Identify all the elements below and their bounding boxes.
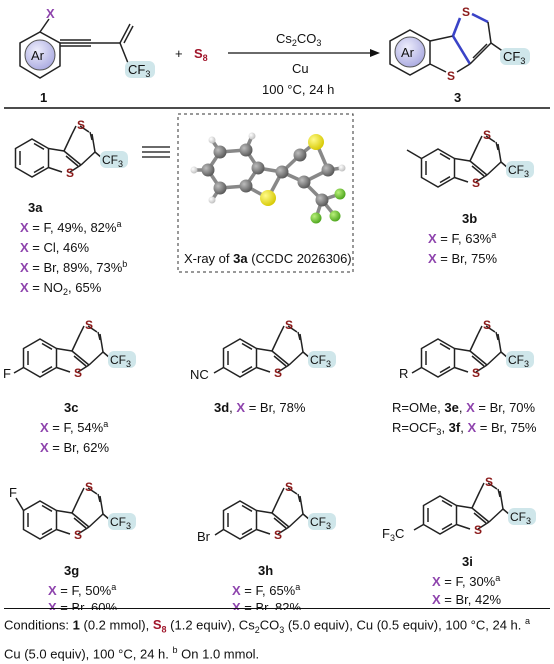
equivalence-sign: [142, 146, 170, 158]
svg-text:+: +: [175, 46, 183, 61]
svg-text:3c: 3c: [64, 400, 78, 415]
svg-text:F3C: F3C: [382, 526, 404, 543]
svg-text:3i: 3i: [462, 554, 473, 569]
svg-text:X = F, 49%, 82%a: X = F, 49%, 82%a: [20, 219, 122, 235]
compound-3h: Br 3h: [197, 479, 337, 578]
compound-3i: F3C 3i: [382, 474, 537, 569]
svg-text:F: F: [9, 485, 17, 500]
reaction-scheme: S S CF3 Ar X CF3 1 + S8 Cs2CO3 Cu 100 °C…: [3, 5, 550, 615]
compound-3d: NC: [190, 317, 337, 382]
svg-text:3: 3: [454, 90, 461, 105]
svg-text:Cs2CO3: Cs2CO3: [276, 31, 321, 48]
svg-text:CF3: CF3: [128, 62, 150, 79]
compound-3e-3f: R: [399, 317, 535, 381]
svg-text:X = F, 54%a: X = F, 54%a: [40, 419, 108, 435]
svg-text:X = F, 50%a: X = F, 50%a: [48, 582, 116, 598]
svg-text:X = Br, 89%, 73%b: X = Br, 89%, 73%b: [20, 259, 127, 275]
svg-text:X = F, 63%a: X = F, 63%a: [428, 230, 496, 246]
svg-text:X-ray of 3a (CCDC 2026306): X-ray of 3a (CCDC 2026306): [184, 251, 352, 266]
svg-text:X = F, 30%a: X = F, 30%a: [432, 573, 500, 589]
svg-text:Br: Br: [197, 529, 211, 544]
svg-text:1: 1: [40, 90, 47, 105]
svg-text:3d, X = Br, 78%: 3d, X = Br, 78%: [214, 400, 306, 415]
svg-text:S: S: [447, 69, 455, 83]
svg-text:3g: 3g: [64, 563, 79, 578]
svg-text:Cu: Cu: [292, 61, 309, 76]
reactant-1: Ar X CF3 1: [19, 6, 155, 105]
compound-3a: 3a: [14, 117, 129, 215]
svg-text:X = Cl, 46%: X = Cl, 46%: [20, 240, 89, 255]
svg-text:S8: S8: [194, 46, 208, 63]
footnote: Conditions: 1 (0.2 mmol), S8 (1.2 equiv)…: [4, 616, 531, 662]
svg-text:NC: NC: [190, 367, 209, 382]
svg-text:X = NO2, 65%: X = NO2, 65%: [20, 280, 102, 297]
svg-text:Ar: Ar: [31, 48, 45, 63]
svg-text:R=OCF3, 3f, X = Br, 75%: R=OCF3, 3f, X = Br, 75%: [392, 420, 537, 437]
footnote-divider: [4, 608, 550, 609]
compound-3g: F 3g: [9, 479, 137, 578]
svg-text:X = Br, 42%: X = Br, 42%: [432, 592, 501, 607]
svg-text:CF3: CF3: [503, 49, 525, 66]
svg-text:Ar: Ar: [401, 45, 415, 60]
svg-text:R: R: [399, 366, 408, 381]
compound-3c: F 3c: [3, 317, 137, 415]
compound-3b: 3b: [406, 127, 535, 226]
svg-text:100 °C, 24 h: 100 °C, 24 h: [262, 82, 334, 97]
reaction-arrow: Cs2CO3 Cu 100 °C, 24 h: [228, 31, 380, 97]
xray-structure: X-ray of 3a (CCDC 2026306): [177, 113, 354, 273]
svg-text:X = F, 65%a: X = F, 65%a: [232, 582, 300, 598]
product-3: Ar S S CF3 3: [389, 5, 530, 105]
svg-text:X = Br, 62%: X = Br, 62%: [40, 440, 109, 455]
svg-text:X = Br, 75%: X = Br, 75%: [428, 251, 497, 266]
svg-text:R=OMe, 3e, X = Br, 70%: R=OMe, 3e, X = Br, 70%: [392, 400, 536, 415]
svg-text:3h: 3h: [258, 563, 273, 578]
svg-text:S: S: [462, 5, 470, 19]
svg-text:3b: 3b: [462, 211, 477, 226]
svg-text:3a: 3a: [28, 200, 43, 215]
svg-text:F: F: [3, 366, 11, 381]
svg-text:X: X: [46, 6, 55, 21]
